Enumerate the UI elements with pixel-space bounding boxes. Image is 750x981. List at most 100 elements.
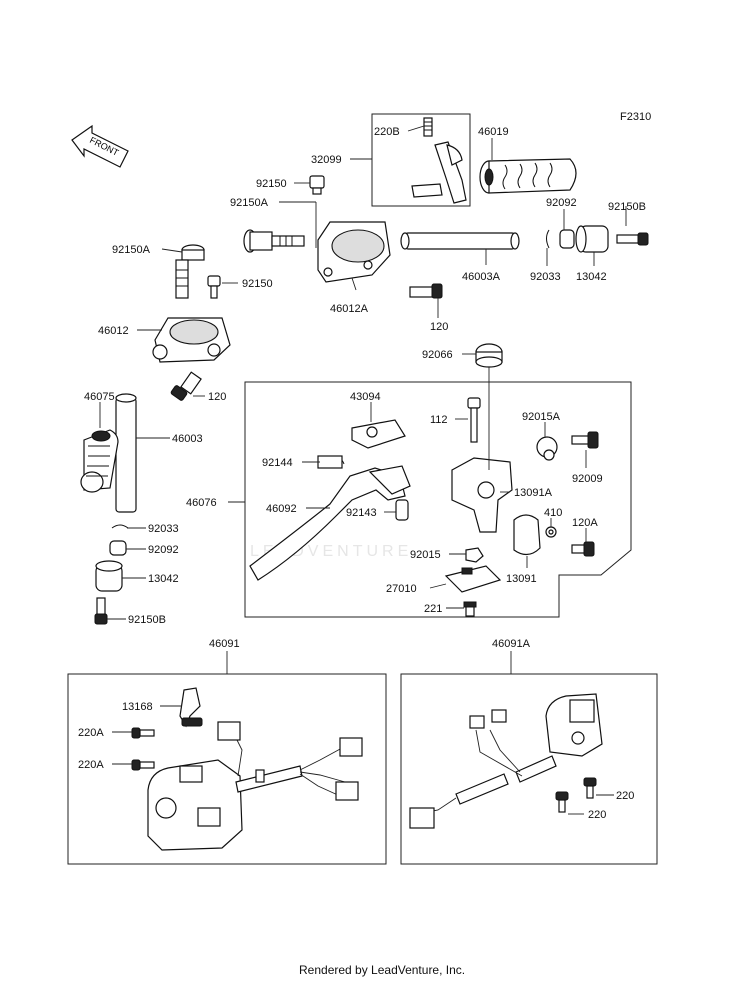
screw-221-icon [463, 601, 477, 617]
circlip-92033-top-icon [546, 229, 550, 249]
front-arrow-icon: FRONT [71, 124, 129, 168]
label-92009: 92009 [572, 473, 603, 485]
label-92150B-top: 92150B [608, 201, 646, 213]
label-410: 410 [544, 507, 562, 519]
bolt-112-icon [467, 397, 481, 443]
throttle-grip-icon [479, 158, 577, 194]
circlip-92033-left-icon [111, 524, 129, 529]
bolt-92150B-left-icon [94, 597, 108, 625]
label-92150A-left: 92150A [112, 244, 151, 256]
bolt-92150A-top-icon [243, 229, 305, 253]
label-46012A: 46012A [330, 303, 369, 315]
collar-92092-left-icon [109, 540, 127, 556]
label-92066: 92066 [422, 349, 453, 361]
nut-92015-icon [465, 547, 484, 563]
handlebar-left-icon [115, 393, 137, 513]
label-112: 112 [430, 414, 448, 426]
label-46003: 46003 [172, 433, 203, 445]
right-switch-harness-icon [409, 709, 557, 829]
screw-220-1-icon [583, 777, 597, 799]
adjuster-92015A-icon [536, 436, 558, 461]
label-92092-top: 92092 [546, 197, 577, 209]
label-220-2: 220 [588, 809, 606, 821]
throttle-cable-icon [411, 141, 467, 204]
label-92143: 92143 [346, 507, 377, 519]
bolt-92009-icon [571, 431, 599, 449]
screw-220A-1-icon [131, 727, 155, 739]
bolt-92150A-left-icon [175, 244, 205, 299]
washer-410-icon [545, 526, 557, 538]
label-220A-1: 220A [78, 727, 104, 739]
switch-43094-icon [351, 419, 406, 449]
label-13091: 13091 [506, 573, 537, 585]
label-92015: 92015 [410, 549, 441, 561]
label-46091: 46091 [209, 638, 240, 650]
label-92150-left: 92150 [242, 278, 273, 290]
label-13042-top: 13042 [576, 271, 607, 283]
bolt-92150-top-icon [309, 175, 325, 195]
label-13091A: 13091A [514, 487, 553, 499]
clutch-lever-assembly-box [244, 381, 632, 618]
collar-92092-top-icon [559, 229, 575, 249]
pin-92143-icon [395, 499, 409, 521]
label-46075: 46075 [84, 391, 115, 403]
left-switch-housing-icon [147, 759, 243, 851]
label-120A: 120A [572, 517, 598, 529]
grip-46075-icon [80, 429, 119, 493]
cap-92066-icon [475, 343, 503, 368]
label-13042-left: 13042 [148, 573, 179, 585]
label-46012: 46012 [98, 325, 129, 337]
bolt-120A-icon [571, 541, 595, 557]
label-92033-left: 92033 [148, 523, 179, 535]
part-labels: 220B 46019 32099 92150 92150A 92092 9215… [78, 126, 646, 821]
screw-220-2-icon [555, 791, 569, 813]
label-46019: 46019 [478, 126, 509, 138]
label-32099: 32099 [311, 154, 342, 166]
label-220-1: 220 [616, 790, 634, 802]
handlebar-right-icon [400, 232, 520, 250]
screw-220A-2-icon [131, 759, 155, 771]
label-92092-left: 92092 [148, 544, 179, 556]
label-92144: 92144 [262, 457, 293, 469]
label-92150A-top: 92150A [230, 197, 269, 209]
throttle-cable-box [371, 113, 471, 207]
label-46091A: 46091A [492, 638, 531, 650]
clip-13168-icon [179, 687, 203, 728]
clamp-46012A-icon [317, 221, 391, 283]
label-92015A: 92015A [522, 411, 561, 423]
left-switch-harness-icon [217, 721, 363, 801]
label-120-top: 120 [430, 321, 448, 333]
label-92150B-left: 92150B [128, 614, 166, 626]
footer-credit: Rendered by LeadVenture, Inc. [299, 963, 465, 977]
leader-lines [99, 125, 627, 815]
bolt-92150-left-icon [207, 275, 221, 299]
diagram-code: F2310 [620, 111, 651, 123]
label-92150-top: 92150 [256, 178, 287, 190]
label-46092: 46092 [266, 503, 297, 515]
holder-cap-13091-icon [513, 514, 541, 556]
label-220A-2: 220A [78, 759, 104, 771]
label-92033-top: 92033 [530, 271, 561, 283]
bolt-120-left-icon [170, 371, 202, 401]
label-120-left: 120 [208, 391, 226, 403]
label-27010: 27010 [386, 583, 417, 595]
label-46003A: 46003A [462, 271, 501, 283]
bolt-92150B-top-icon [616, 232, 649, 246]
label-221: 221 [424, 603, 442, 615]
right-switch-housing-icon [545, 693, 603, 757]
label-13168: 13168 [122, 701, 153, 713]
label-220B: 220B [374, 126, 400, 138]
spring-92144-icon [317, 455, 345, 469]
right-switch-box [400, 673, 658, 865]
label-46076: 46076 [186, 497, 217, 509]
bolt-120-top-icon [409, 283, 443, 299]
clutch-lever-icon [249, 465, 411, 581]
screw-220B-icon [423, 117, 433, 137]
weight-13042-left-icon [95, 560, 123, 592]
lever-holder-13091A-icon [451, 457, 513, 533]
clamp-46012-icon [152, 317, 231, 363]
switch-27010-icon [444, 565, 502, 593]
weight-13042-top-icon [575, 225, 609, 253]
label-43094: 43094 [350, 391, 381, 403]
